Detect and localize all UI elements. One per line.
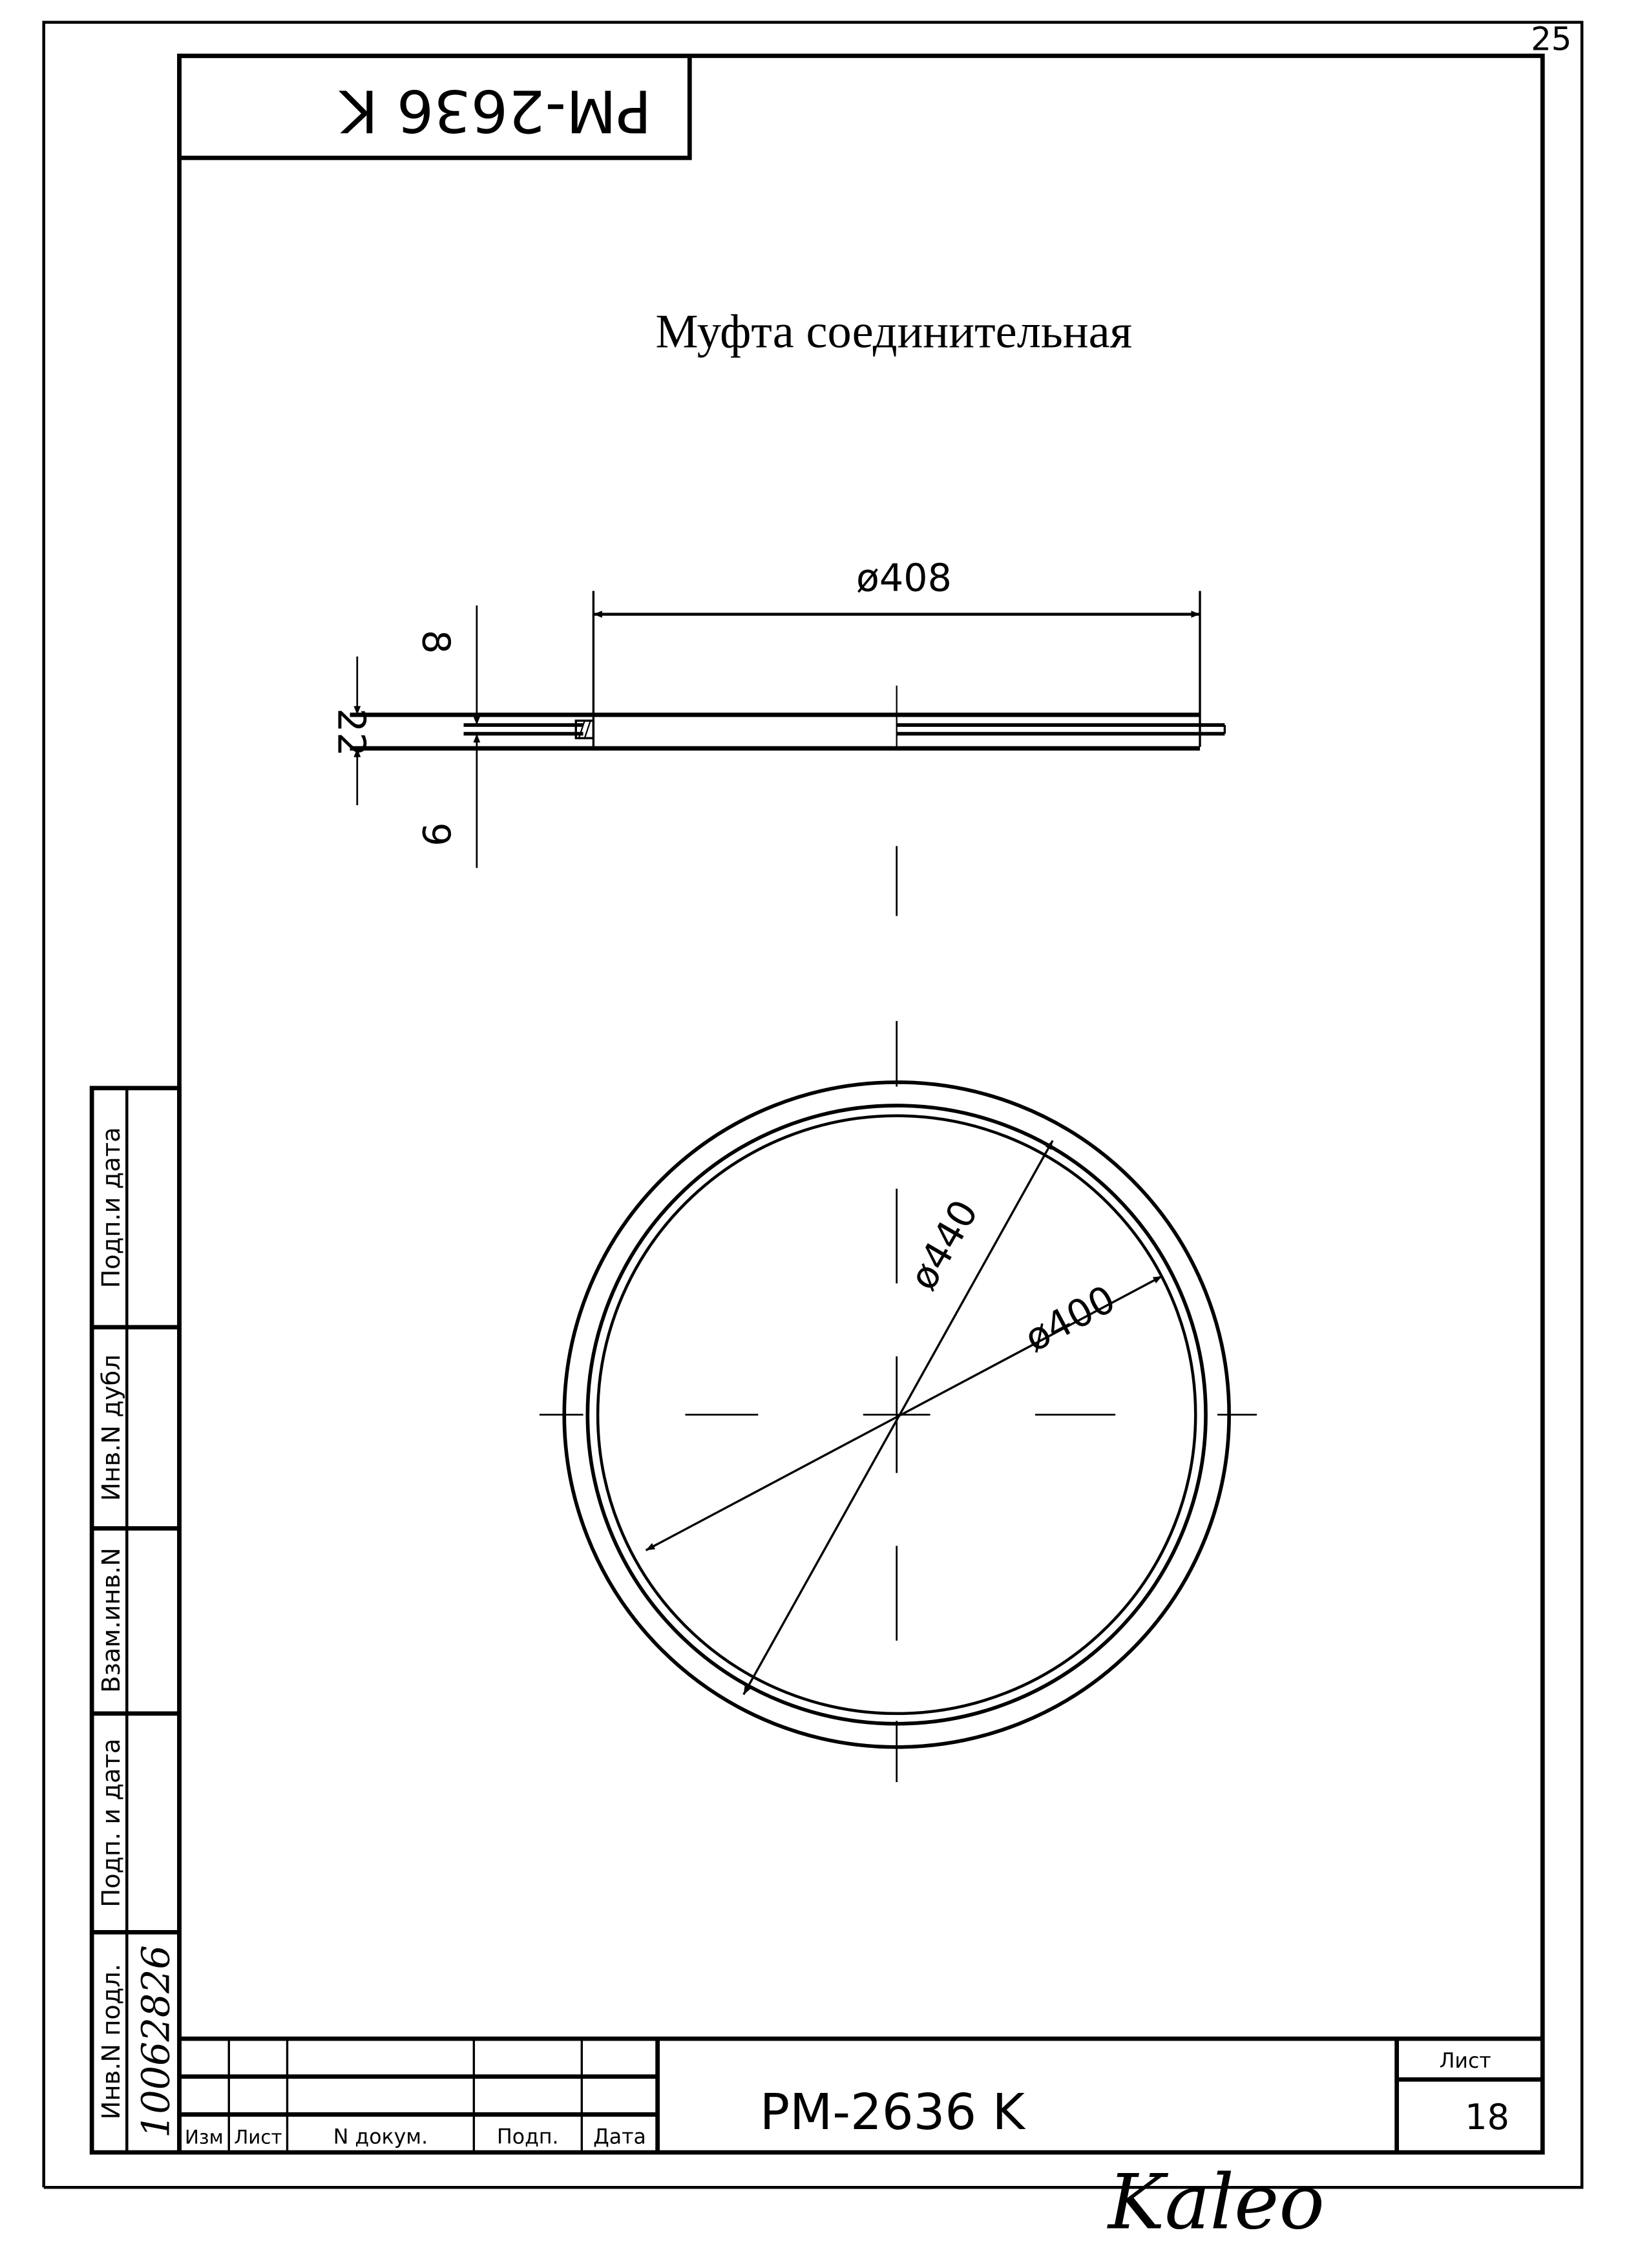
d400-label: ø400 bbox=[1018, 1277, 1122, 1360]
signature: Kaleo bbox=[1107, 2158, 1325, 2246]
svg-text:PM-2636 K: PM-2636 K bbox=[338, 76, 651, 144]
svg-text:Изм: Изм bbox=[185, 2126, 224, 2148]
svg-text:Подп. и дата: Подп. и дата bbox=[97, 1739, 126, 1907]
svg-text:Инв.N подл.: Инв.N подл. bbox=[97, 1964, 126, 2119]
svg-text:Дата: Дата bbox=[593, 2126, 646, 2149]
svg-text:Подп.: Подп. bbox=[497, 2126, 559, 2149]
svg-text:Подп.и дата: Подп.и дата bbox=[97, 1127, 126, 1288]
h9-label: 9 bbox=[414, 823, 457, 846]
svg-text:N докум.: N докум. bbox=[333, 2126, 428, 2149]
outer-circle bbox=[562, 1080, 1231, 1749]
side-view: ø408 22 8 9 bbox=[329, 556, 1226, 868]
d440-leader bbox=[742, 1140, 1054, 1696]
inner-circle bbox=[596, 1114, 1197, 1716]
outer-frame bbox=[42, 21, 1584, 2189]
side-stamp: Подп.и дата Инв.N дубл Взам.инв.N Подп. … bbox=[89, 1086, 182, 2155]
svg-text:Инв.N дубл: Инв.N дубл bbox=[97, 1354, 126, 1501]
plan-view: ø440 ø400 bbox=[539, 846, 1257, 1782]
sheet-number: 18 bbox=[1465, 2097, 1509, 2137]
page-number: 25 bbox=[1531, 20, 1571, 58]
title-block: Изм Лист N докум. Подп. Дата PM-2636 K Л… bbox=[179, 2036, 1543, 2246]
d400-leader bbox=[645, 1275, 1163, 1551]
svg-text:Взам.инв.N: Взам.инв.N bbox=[97, 1548, 126, 1693]
h22-label: 22 bbox=[329, 708, 373, 757]
d408-label: ø408 bbox=[856, 556, 952, 600]
top-stamp: PM-2636 K bbox=[177, 53, 692, 160]
inner-frame bbox=[177, 53, 1545, 2155]
sheet-label: Лист bbox=[1440, 2050, 1491, 2073]
handwritten-inventory-number: 10062826 bbox=[134, 1945, 178, 2138]
h8-label: 8 bbox=[414, 630, 457, 654]
svg-text:Лист: Лист bbox=[234, 2126, 282, 2148]
designation: PM-2636 K bbox=[760, 2084, 1026, 2141]
drawing-title: Муфта соединительная bbox=[655, 306, 1132, 359]
